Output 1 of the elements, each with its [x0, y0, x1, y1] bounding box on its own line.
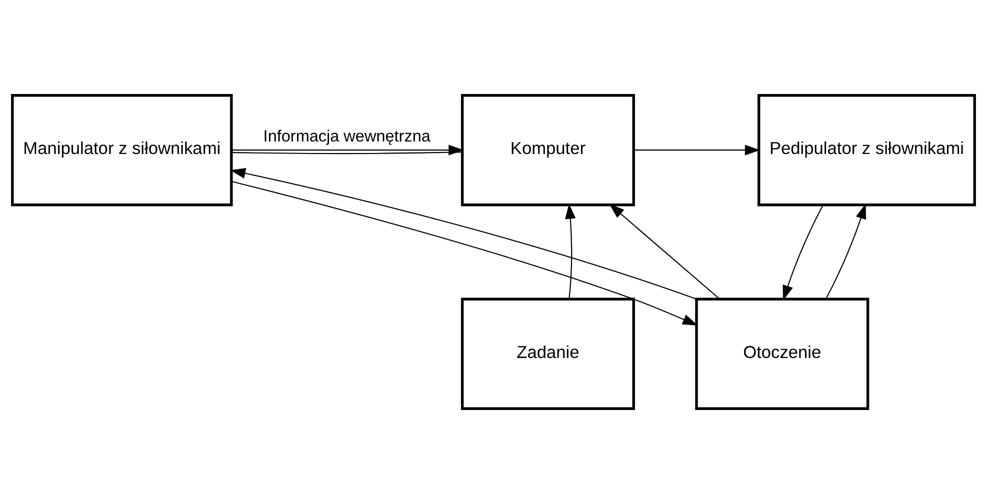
edge-label: Informacja wewnętrzna	[263, 126, 430, 145]
